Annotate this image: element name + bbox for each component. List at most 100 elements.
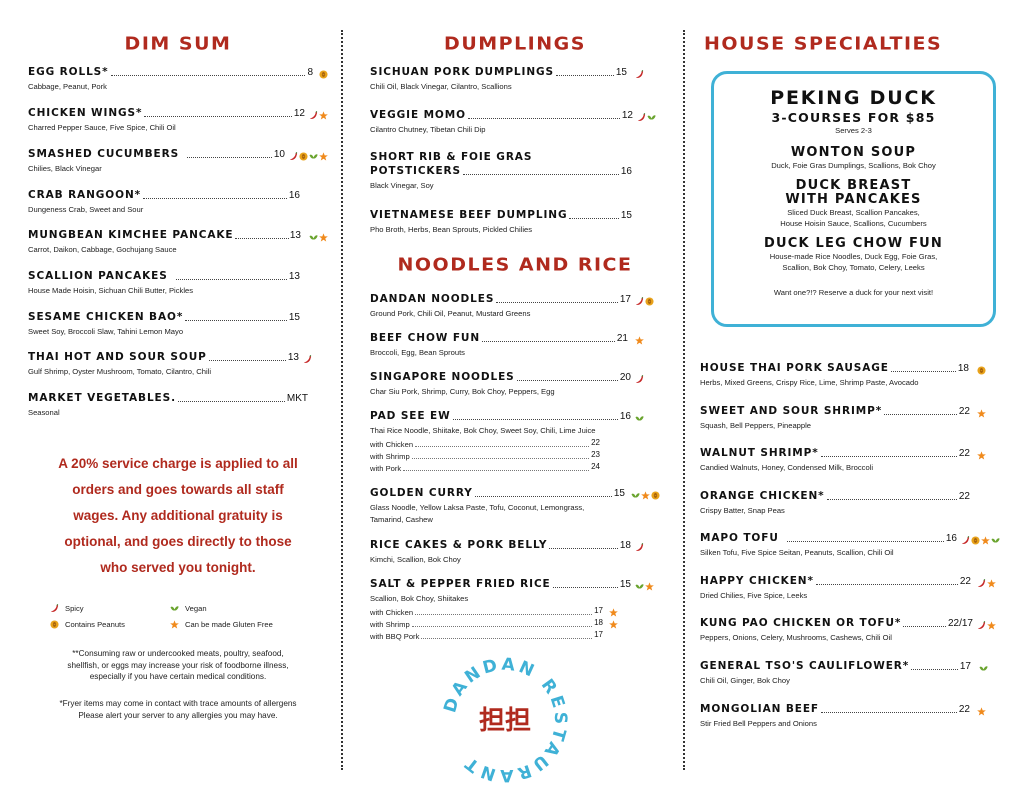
- item-name: SWEET AND SOUR SHRIMP*: [700, 405, 883, 417]
- star-icon: [977, 409, 986, 418]
- add-on-price: 18: [594, 618, 603, 627]
- menu-item: SESAME CHICKEN BAO*15 Sweet Soy, Broccol…: [28, 311, 328, 337]
- menu-item: ORANGE CHICKEN*22 Crispy Batter, Snap Pe…: [700, 490, 1000, 516]
- chili-icon: [50, 604, 59, 613]
- item-price: 18: [957, 363, 969, 374]
- item-name-line: POTSTICKERS: [370, 165, 461, 177]
- add-on-price: 17: [594, 630, 603, 639]
- add-on-price: 17: [594, 606, 603, 615]
- reserve-duck-note: Want one?!? Reserve a duck for your next…: [773, 288, 934, 297]
- dotted-leader: [474, 496, 612, 497]
- star-icon: [977, 451, 986, 460]
- item-name: SICHUAN PORK DUMPLINGS: [370, 66, 554, 78]
- dotted-leader: [208, 360, 286, 361]
- item-description: Ground Pork, Chili Oil, Peanut, Mustard …: [370, 309, 531, 318]
- item-description: Crispy Batter, Snap Peas: [700, 506, 785, 515]
- course-description: Sliced Duck Breast, Scallion Pancakes,: [787, 208, 920, 217]
- dotted-leader: [903, 626, 946, 627]
- disclaimer-line: **Consuming raw or undercooked meats, po…: [72, 649, 284, 658]
- item-name: GENERAL TSO'S CAULIFLOWER*: [700, 660, 910, 672]
- dotted-leader: [884, 414, 957, 415]
- item-description: Chilies, Black Vinegar: [28, 164, 102, 173]
- legend-label: Vegan: [185, 603, 207, 613]
- dotted-leader: [549, 548, 618, 549]
- add-on-price: 22: [591, 438, 600, 447]
- dotted-leader: [234, 238, 289, 239]
- disclaimer-line: *Fryer items may come in contact with tr…: [59, 699, 297, 708]
- item-name: WALNUT SHRIMP*: [700, 447, 819, 459]
- leaf-icon: [991, 536, 1000, 545]
- dotted-leader: [516, 380, 618, 381]
- item-name: SINGAPORE NOODLES: [370, 371, 515, 383]
- icon-legend: Spicy Vegan Contains Peanuts Can be made…: [50, 600, 320, 632]
- dotted-leader: [421, 638, 593, 639]
- dim-sum-column: DIM SUM EGG ROLLS*8 Cabbage, Peanut, Por…: [28, 0, 328, 791]
- star-icon: [987, 579, 996, 588]
- item-name: MARKET VEGETABLES.: [28, 392, 176, 404]
- item-price: 13: [289, 230, 301, 241]
- item-price: 18: [619, 540, 631, 551]
- allergen-disclaimer: *Fryer items may come in contact with tr…: [28, 698, 328, 721]
- chili-icon: [635, 375, 644, 384]
- menu-item: CRAB RANGOON*16 Dungeness Crab, Sweet an…: [28, 189, 328, 215]
- peanut-icon: [299, 152, 308, 161]
- dotted-leader: [786, 541, 944, 542]
- item-name: HAPPY CHICKEN*: [700, 575, 814, 587]
- item-price: 22: [958, 406, 970, 417]
- chili-icon: [635, 297, 644, 306]
- star-icon: [609, 608, 618, 617]
- item-description: Char Siu Pork, Shrimp, Curry, Bok Choy, …: [370, 387, 555, 396]
- column-divider: [683, 30, 685, 770]
- dotted-leader: [144, 116, 292, 117]
- dotted-leader: [815, 584, 958, 585]
- menu-item: MARKET VEGETABLES.MKT Seasonal: [28, 392, 328, 418]
- legend-label: Contains Peanuts: [65, 619, 125, 629]
- course-title: DUCK LEG CHOW FUN: [764, 236, 943, 251]
- item-price: 15: [620, 210, 632, 221]
- dotted-leader: [415, 614, 593, 615]
- leaf-icon: [631, 491, 640, 500]
- course-description: House Hoisin Sauce, Scallions, Cucumbers: [780, 219, 927, 228]
- section-title-dim-sum: DIM SUM: [124, 33, 232, 55]
- star-icon: [645, 582, 654, 591]
- add-on-label: with Chicken: [370, 440, 414, 449]
- dotted-leader: [185, 320, 287, 321]
- item-price: 22: [958, 491, 970, 502]
- item-description: Black Vinegar, Soy: [370, 181, 434, 190]
- dotted-leader: [482, 341, 615, 342]
- item-description: Squash, Bell Peppers, Pineapple: [700, 421, 812, 430]
- dotted-leader: [569, 218, 619, 219]
- notice-line: optional, and goes directly to those: [64, 534, 292, 549]
- item-name: CRAB RANGOON*: [28, 189, 142, 201]
- house-specialties-column: HOUSE SPECIALTIES PEKING DUCK 3-COURSES …: [700, 0, 1000, 791]
- item-price: 16: [945, 533, 957, 544]
- item-description: Tamarind, Cashew: [370, 515, 433, 524]
- item-price: 16: [619, 411, 631, 422]
- chili-icon: [303, 355, 312, 364]
- raw-food-disclaimer: **Consuming raw or undercooked meats, po…: [28, 648, 328, 683]
- item-name: VIETNAMESE BEEF DUMPLING: [370, 209, 568, 221]
- course-description: House-made Rice Noodles, Duck Egg, Foie …: [769, 252, 938, 261]
- item-price: 22: [958, 448, 970, 459]
- leaf-icon: [309, 233, 318, 242]
- add-on-label: with BBQ Pork: [370, 632, 420, 641]
- star-icon: [987, 621, 996, 630]
- notice-line: who served you tonight.: [100, 560, 256, 575]
- add-on-row: with BBQ Pork 17: [370, 629, 618, 641]
- menu-item: GENERAL TSO'S CAULIFLOWER*17 Chili Oil, …: [700, 660, 1000, 686]
- star-icon: [977, 707, 986, 716]
- item-price: 12: [621, 110, 633, 121]
- item-price: 15: [615, 67, 627, 78]
- item-description: Silken Tofu, Five Spice Seitan, Peanuts,…: [700, 548, 894, 557]
- item-price: 15: [619, 579, 631, 590]
- disclaimer-line: especially if you have certain medical c…: [89, 672, 267, 681]
- item-description: Sweet Soy, Broccoli Slaw, Tahini Lemon M…: [28, 327, 184, 336]
- chili-icon: [635, 70, 644, 79]
- item-price: 8: [307, 67, 313, 78]
